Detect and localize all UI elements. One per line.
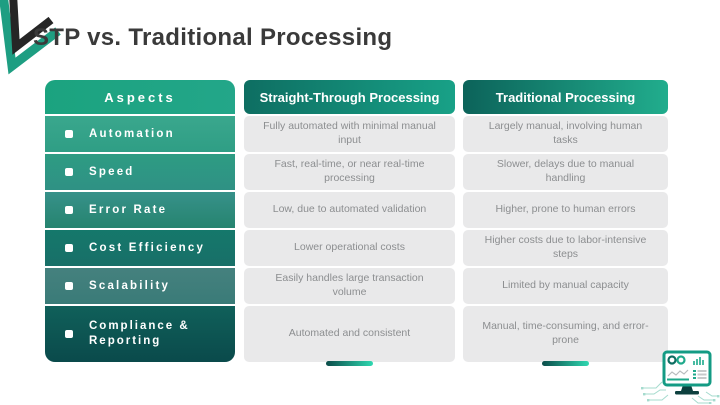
stp-cell-error-rate: Low, due to automated validation	[244, 192, 455, 228]
square-bullet-icon	[65, 168, 73, 176]
aspect-row-scalability: Scalability	[45, 268, 235, 304]
square-bullet-icon	[65, 206, 73, 214]
row-divider	[45, 190, 235, 192]
aspect-row-automation: Automation	[45, 116, 235, 152]
square-bullet-icon	[65, 330, 73, 338]
square-bullet-icon	[65, 244, 73, 252]
circuit-lines-icon	[642, 381, 719, 404]
stp-accent-underline	[326, 361, 373, 366]
traditional-cell-compliance: Manual, time-consuming, and error-prone	[463, 306, 668, 362]
row-divider	[45, 114, 235, 116]
aspect-row-error-rate: Error Rate	[45, 192, 235, 228]
page-title: STP vs. Traditional Processing	[33, 24, 393, 52]
stp-cell-scalability: Easily handles large transaction volume	[244, 268, 455, 304]
corner-ribbon-decoration	[0, 0, 61, 75]
aspect-row-cost-efficiency: Cost Efficiency	[45, 230, 235, 266]
traditional-accent-underline	[542, 361, 589, 366]
stp-cell-compliance: Automated and consistent	[244, 306, 455, 362]
monitor-base	[675, 391, 699, 395]
traditional-cell-error-rate: Higher, prone to human errors	[463, 192, 668, 228]
aspect-label: Automation	[89, 128, 175, 140]
aspect-label: Scalability	[89, 280, 171, 292]
aspect-label: Speed	[89, 166, 135, 178]
traditional-cell-cost-efficiency: Higher costs due to labor-intensive step…	[463, 230, 668, 266]
bar-chart-icon	[693, 357, 704, 365]
aspect-row-speed: Speed	[45, 154, 235, 190]
circuit-nodes	[641, 387, 720, 404]
traditional-column-header: Traditional Processing	[463, 80, 668, 114]
aspect-row-compliance-reporting: Compliance & Reporting	[45, 306, 235, 362]
stp-cell-speed: Fast, real-time, or near real-time proce…	[244, 154, 455, 190]
stp-column-header: Straight-Through Processing	[244, 80, 455, 114]
aspect-label: Error Rate	[89, 204, 168, 216]
list-rows-icon	[693, 370, 707, 379]
comparison-columns: Straight-Through Processing Traditional …	[244, 80, 668, 362]
aspect-label: Compliance & Reporting	[89, 320, 190, 347]
computer-analytics-illustration	[641, 350, 720, 404]
line-chart-icon	[667, 369, 689, 381]
aspect-label: Cost Efficiency	[89, 242, 206, 254]
donut-chart-icon	[667, 355, 686, 365]
row-divider	[45, 228, 235, 230]
aspects-column-header: Aspects	[45, 80, 235, 114]
stp-cell-automation: Fully automated with minimal manual inpu…	[244, 116, 455, 152]
traditional-cell-scalability: Limited by manual capacity	[463, 268, 668, 304]
row-divider	[45, 266, 235, 268]
square-bullet-icon	[65, 130, 73, 138]
aspects-column: Aspects Automation Speed Error Rate Cost…	[45, 80, 235, 362]
square-bullet-icon	[65, 282, 73, 290]
traditional-cell-automation: Largely manual, involving human tasks	[463, 116, 668, 152]
traditional-cell-speed: Slower, delays due to manual handling	[463, 154, 668, 190]
row-divider	[45, 152, 235, 154]
stp-cell-cost-efficiency: Lower operational costs	[244, 230, 455, 266]
row-divider	[45, 304, 235, 306]
